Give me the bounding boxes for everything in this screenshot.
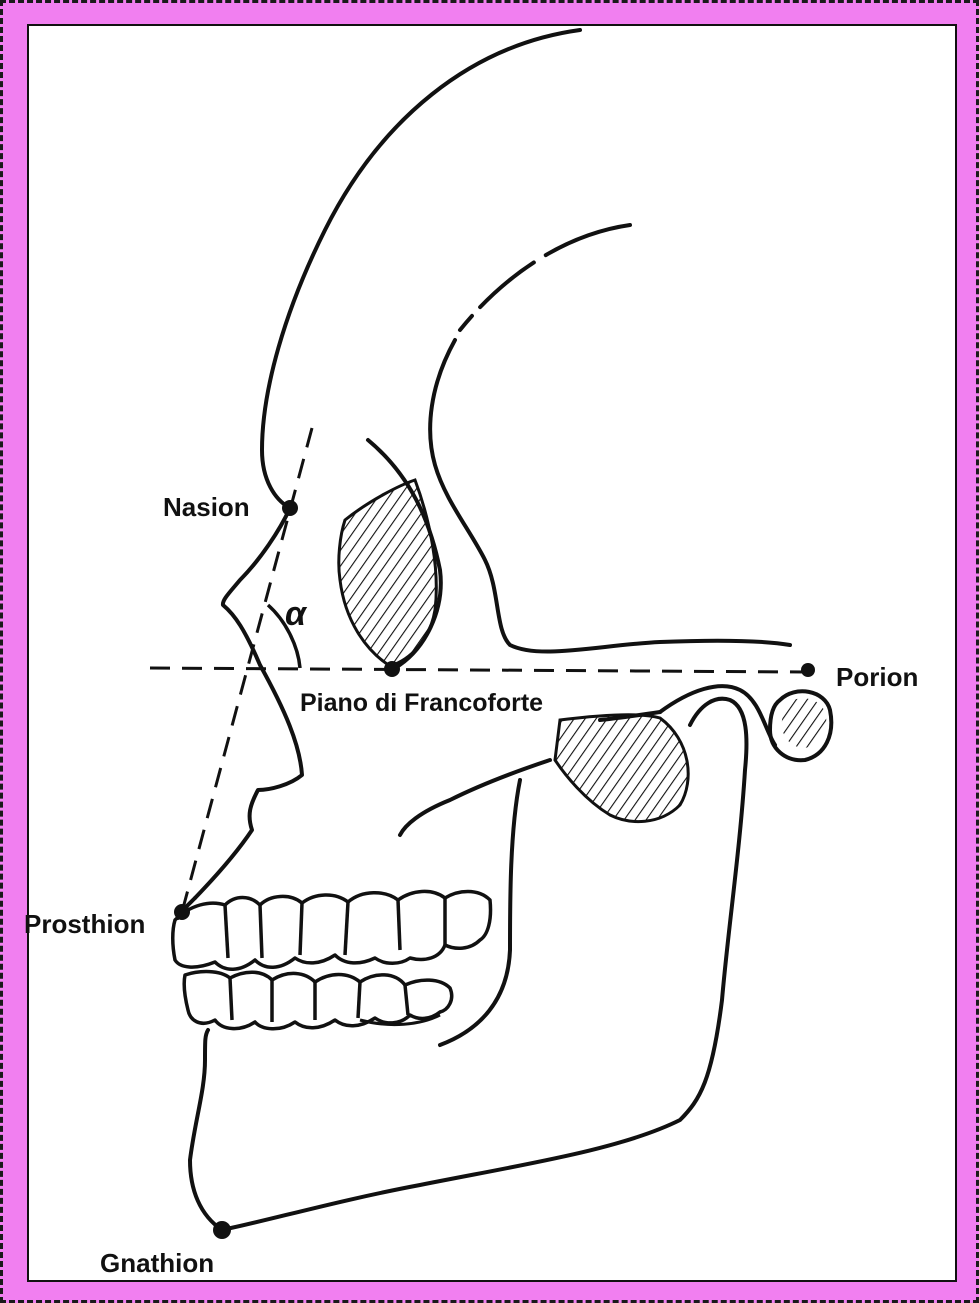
prosthion-point	[174, 904, 190, 920]
porion-label: Porion	[836, 662, 918, 692]
mandible-front	[190, 1030, 222, 1230]
porion-hatch	[782, 698, 827, 748]
gnathion-point	[213, 1221, 231, 1239]
frankfort-plane-label: Piano di Francoforte	[300, 689, 543, 717]
nasion-point	[282, 500, 298, 516]
tooth-line-5	[398, 900, 400, 950]
nose-outline	[195, 508, 302, 898]
tooth-line-4	[345, 902, 348, 955]
tooth-line-7	[230, 978, 232, 1020]
temporal-line	[460, 225, 630, 330]
tooth-line-11	[405, 985, 408, 1015]
lower-teeth	[184, 972, 451, 1029]
nasion-label: Nasion	[163, 492, 250, 522]
maxilla-line	[400, 760, 550, 835]
mandible-inner	[440, 780, 520, 1045]
zygomatic-hatch	[555, 715, 688, 822]
porion-point	[801, 663, 815, 677]
upper-teeth	[173, 891, 491, 969]
tooth-line-3	[300, 903, 302, 955]
gnathion-label: Gnathion	[100, 1248, 214, 1278]
prosthion-label: Prosthion	[24, 909, 145, 939]
orbitale-point	[384, 661, 400, 677]
frankfort-plane-line	[150, 668, 805, 672]
tooth-line-2	[260, 905, 262, 958]
teeth-group	[173, 891, 491, 1028]
tooth-line-10	[358, 982, 360, 1018]
temporal-line-lower	[430, 340, 790, 652]
alpha-angle-label: α	[285, 595, 308, 633]
orbit-hatch	[339, 480, 436, 666]
tooth-line-1	[225, 905, 228, 958]
